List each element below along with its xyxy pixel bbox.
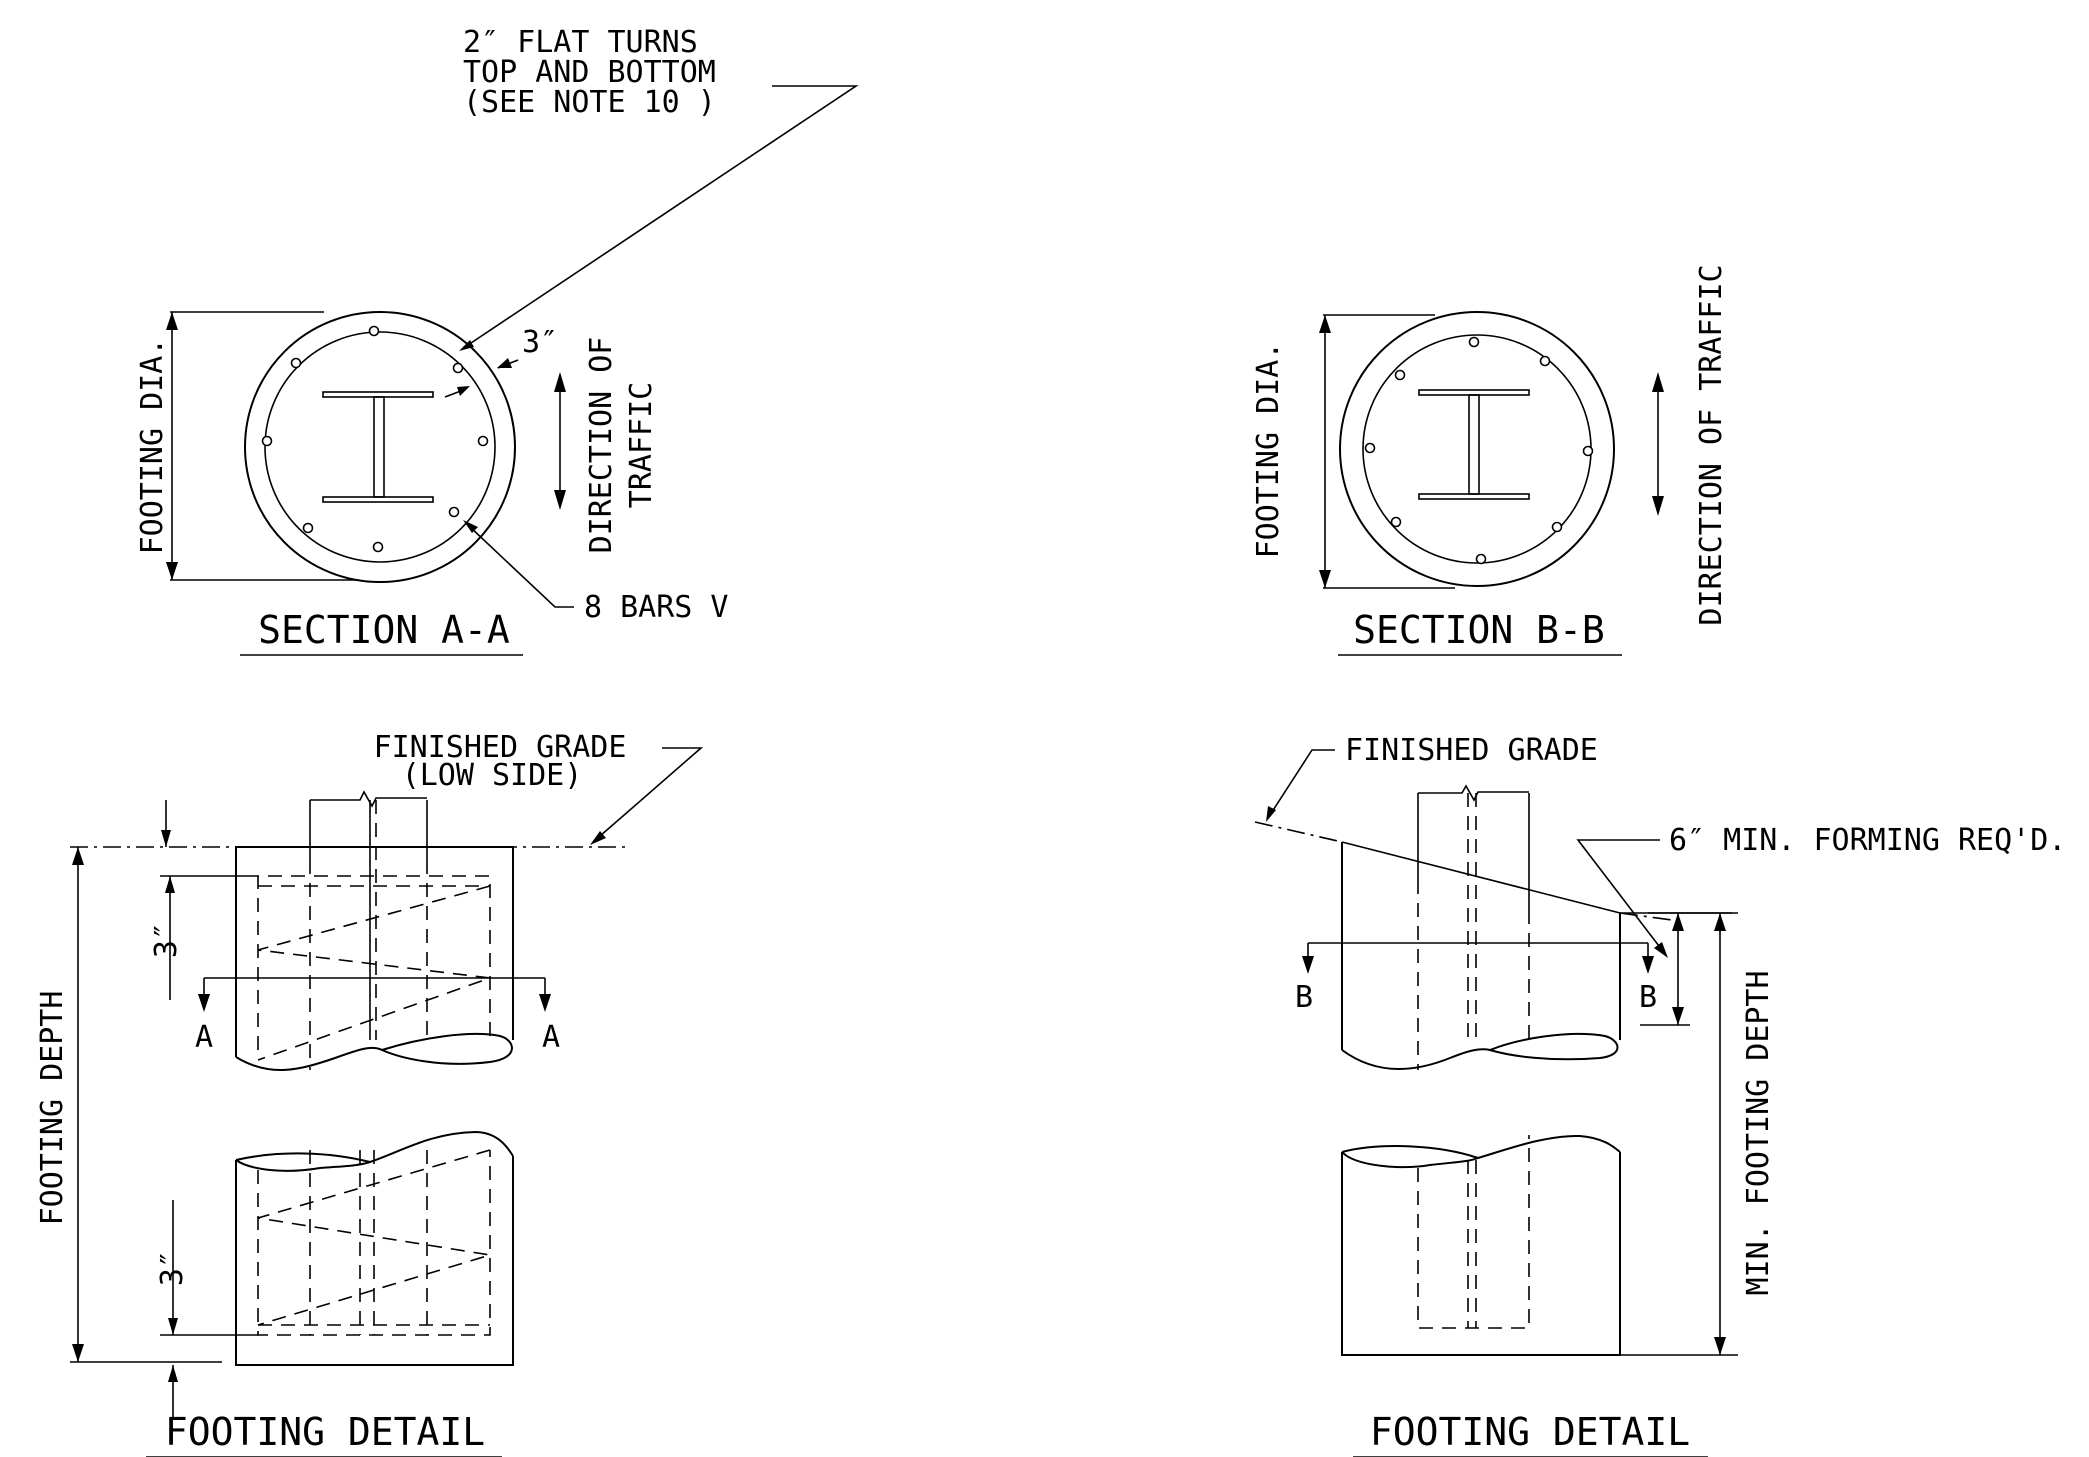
cut-label-b-left: B <box>1295 980 1313 1015</box>
footing-dia-dimension-b <box>1319 314 1455 589</box>
steel-post-elevation-b <box>1417 784 1530 1329</box>
cut-line-a <box>198 977 551 1012</box>
note-line-2: TOP AND BOTTOM <box>463 55 716 90</box>
forming-leader <box>1576 839 1668 958</box>
grade-label-a-line1: FINISHED GRADE <box>374 730 627 765</box>
vertical-bars-b <box>1364 336 1594 565</box>
finished-grade-line-b <box>1254 821 1343 843</box>
footing-depth-dimension-a <box>70 847 222 1363</box>
forming-label: 6″ MIN. FORMING REQ'D. <box>1669 823 2066 858</box>
traffic-label-b: DIRECTION OF TRAFFIC <box>1694 264 1729 625</box>
footing-upper-piece-a <box>235 846 514 1072</box>
footing-dia-dimension-a <box>166 311 358 581</box>
grade-leader-b <box>1266 749 1335 822</box>
traffic-arrow-b <box>1652 372 1664 516</box>
traffic-arrow-a <box>554 372 566 510</box>
cover-label-bottom: 3″ <box>155 1250 190 1286</box>
footing-lower-piece-b <box>1341 1134 1621 1356</box>
traffic-label-a-line2: TRAFFIC <box>624 382 659 508</box>
footing-detail-b-title: FOOTING DETAIL <box>1370 1410 1690 1454</box>
cover-dimension-top <box>160 800 258 1000</box>
note-line-3: (SEE NOTE 10 ) <box>463 85 716 120</box>
grade-label-b: FINISHED GRADE <box>1345 733 1598 768</box>
footing-outline-circle-b <box>1339 311 1615 587</box>
cut-line-b <box>1302 942 1654 974</box>
note-line-1: 2″ FLAT TURNS <box>463 25 698 60</box>
bars-leader <box>463 520 574 608</box>
footing-detail-a: A A 3″ 3″ FOOTING DEPTH <box>35 730 704 1454</box>
reinforcing-cage-circle <box>264 331 496 563</box>
section-a-a: FOOTING DIA. 3″ DIRECTION OF TRAFFIC 8 B… <box>135 25 859 656</box>
footing-depth-label-a: FOOTING DEPTH <box>35 991 70 1226</box>
steel-post-section-b <box>1418 389 1530 500</box>
footing-dia-label-a: FOOTING DIA. <box>135 338 170 555</box>
finished-grade-surface-b <box>1341 841 1621 914</box>
footing-depth-label-b: MIN. FOOTING DEPTH <box>1741 970 1776 1295</box>
footing-depth-dimension-b <box>1620 912 1738 1356</box>
cut-label-b-right: B <box>1639 980 1657 1015</box>
footing-upper-piece-b <box>1341 842 1621 1070</box>
cover-dimension-bottom <box>160 1200 258 1420</box>
grade-label-a-line2: (LOW SIDE) <box>402 758 583 793</box>
footing-lower-piece-a <box>235 1130 514 1366</box>
steel-post-elevation-a <box>309 790 428 1335</box>
finished-grade-extension-b <box>1619 912 1673 921</box>
cover-label-a: 3″ <box>522 325 558 360</box>
cut-label-a-right: A <box>542 1020 560 1055</box>
traffic-label-a-line1: DIRECTION OF <box>584 337 619 554</box>
grade-leader-a <box>590 747 704 845</box>
section-a-title: SECTION A-A <box>258 608 510 652</box>
cut-label-a-left: A <box>195 1020 213 1055</box>
footing-detail-a-title: FOOTING DETAIL <box>165 1410 485 1454</box>
bars-label: 8 BARS V <box>584 590 729 625</box>
vertical-bars <box>261 325 489 553</box>
cover-callout-a <box>444 358 519 398</box>
footing-detail-b: B B 6″ MIN. FORMING REQ'D. FINISHED GRAD… <box>1254 733 2066 1454</box>
note-leader <box>459 85 859 351</box>
footing-outline-circle <box>244 311 516 583</box>
section-b-title: SECTION B-B <box>1353 608 1605 652</box>
footing-dia-label-b: FOOTING DIA. <box>1251 342 1286 559</box>
section-b-b: FOOTING DIA. DIRECTION OF TRAFFIC SECTIO… <box>1251 264 1729 656</box>
cover-label-top: 3″ <box>149 922 184 958</box>
steel-post-section <box>322 391 434 503</box>
